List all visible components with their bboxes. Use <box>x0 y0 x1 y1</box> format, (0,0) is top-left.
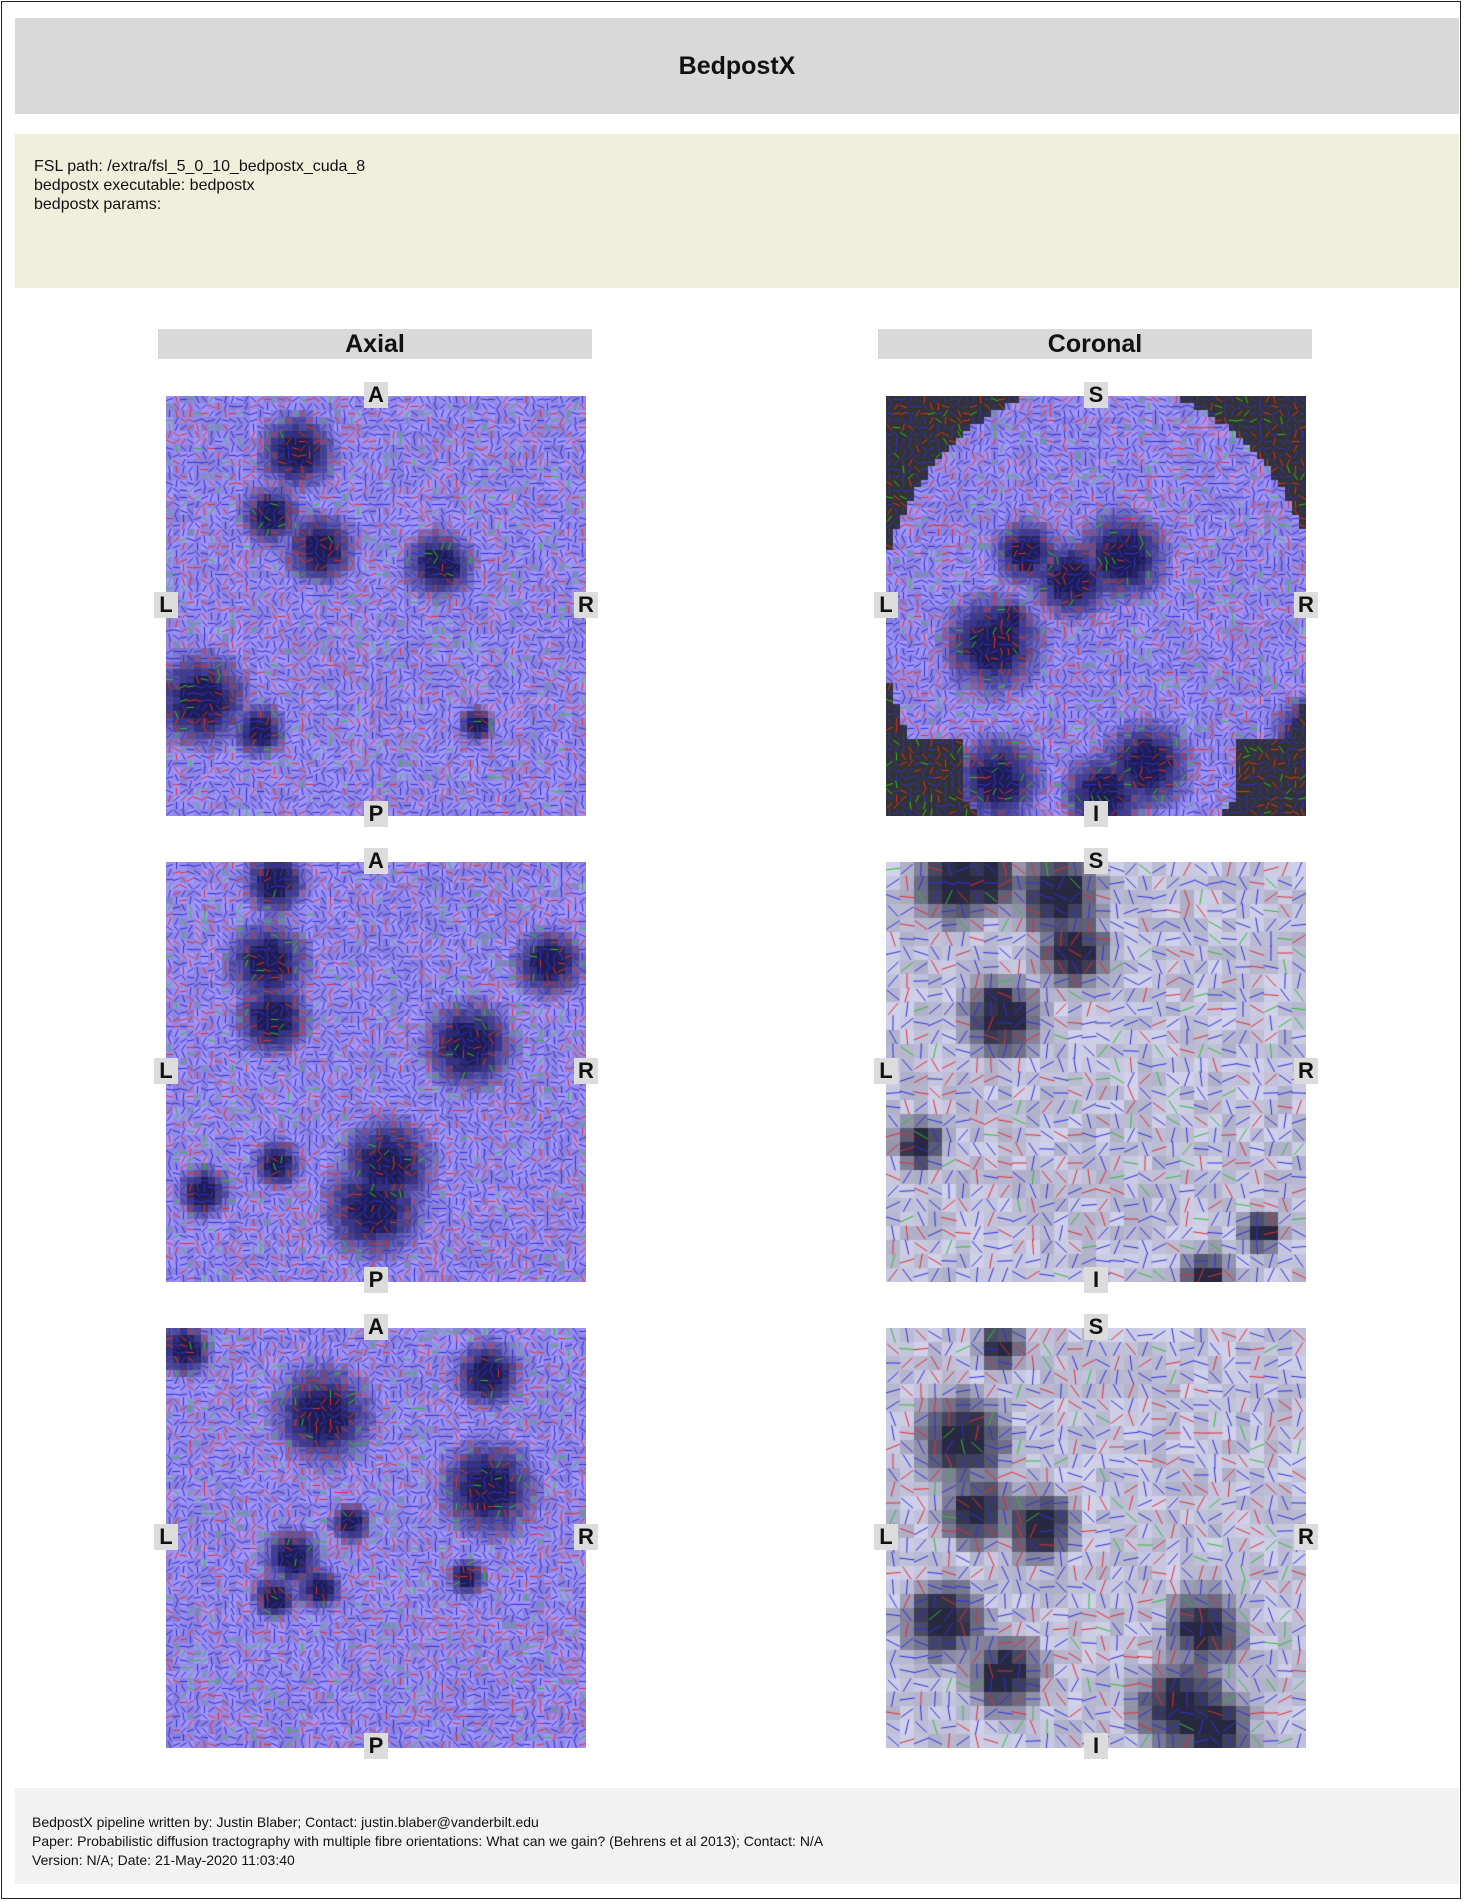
orient-left-label: L <box>874 1524 898 1550</box>
orient-top-label: A <box>364 848 388 874</box>
footer-author-text: BedpostX pipeline written by: Justin Bla… <box>32 1814 539 1830</box>
orient-bottom-label: I <box>1084 1733 1108 1759</box>
coronal-slice-1-image <box>886 396 1306 816</box>
coronal-slice-2: S I L R <box>874 848 1318 1293</box>
axial-header: Axial <box>158 329 592 359</box>
orient-bottom-label: I <box>1084 801 1108 827</box>
orient-top-label: S <box>1084 848 1108 874</box>
orient-left-label: L <box>154 592 178 618</box>
orient-right-label: R <box>1294 592 1318 618</box>
axial-slice-1-image <box>166 396 586 816</box>
orient-top-label: A <box>364 382 388 408</box>
axial-slice-3-image <box>166 1328 586 1748</box>
coronal-slice-3: S I L R <box>874 1314 1318 1759</box>
footer-paper-text: Paper: Probabilistic diffusion tractogra… <box>32 1833 824 1849</box>
orient-left-label: L <box>874 592 898 618</box>
orient-top-label: S <box>1084 1314 1108 1340</box>
footer-version-text: Version: N/A; Date: 21-May-2020 11:03:40 <box>32 1852 295 1868</box>
orient-bottom-label: P <box>364 801 388 827</box>
footer: BedpostX pipeline written by: Justin Bla… <box>15 1788 1459 1884</box>
page-title: BedpostX <box>678 51 796 80</box>
axial-slice-3: A P L R <box>154 1314 598 1759</box>
orient-left-label: L <box>874 1058 898 1084</box>
orient-bottom-label: P <box>364 1733 388 1759</box>
orient-right-label: R <box>1294 1058 1318 1084</box>
axial-slice-1: A P L R <box>154 382 598 827</box>
axial-slice-2: A P L R <box>154 848 598 1293</box>
orient-right-label: R <box>574 592 598 618</box>
orient-right-label: R <box>574 1058 598 1084</box>
orient-right-label: R <box>574 1524 598 1550</box>
executable-text: bedpostx executable: bedpostx <box>34 177 255 194</box>
orient-bottom-label: P <box>364 1267 388 1293</box>
orient-left-label: L <box>154 1524 178 1550</box>
orient-top-label: S <box>1084 382 1108 408</box>
params-text: bedpostx params: <box>34 196 162 213</box>
coronal-header: Coronal <box>878 329 1312 359</box>
orient-left-label: L <box>154 1058 178 1084</box>
orient-right-label: R <box>1294 1524 1318 1550</box>
fsl-path-text: FSL path: /extra/fsl_5_0_10_bedpostx_cud… <box>34 158 366 175</box>
coronal-slice-1: S I L R <box>874 382 1318 827</box>
title-bar: BedpostX <box>15 18 1459 114</box>
coronal-slice-3-image <box>886 1328 1306 1748</box>
coronal-slice-2-image <box>886 862 1306 1282</box>
orient-top-label: A <box>364 1314 388 1340</box>
orient-bottom-label: I <box>1084 1267 1108 1293</box>
info-box: FSL path: /extra/fsl_5_0_10_bedpostx_cud… <box>15 134 1459 288</box>
axial-slice-2-image <box>166 862 586 1282</box>
